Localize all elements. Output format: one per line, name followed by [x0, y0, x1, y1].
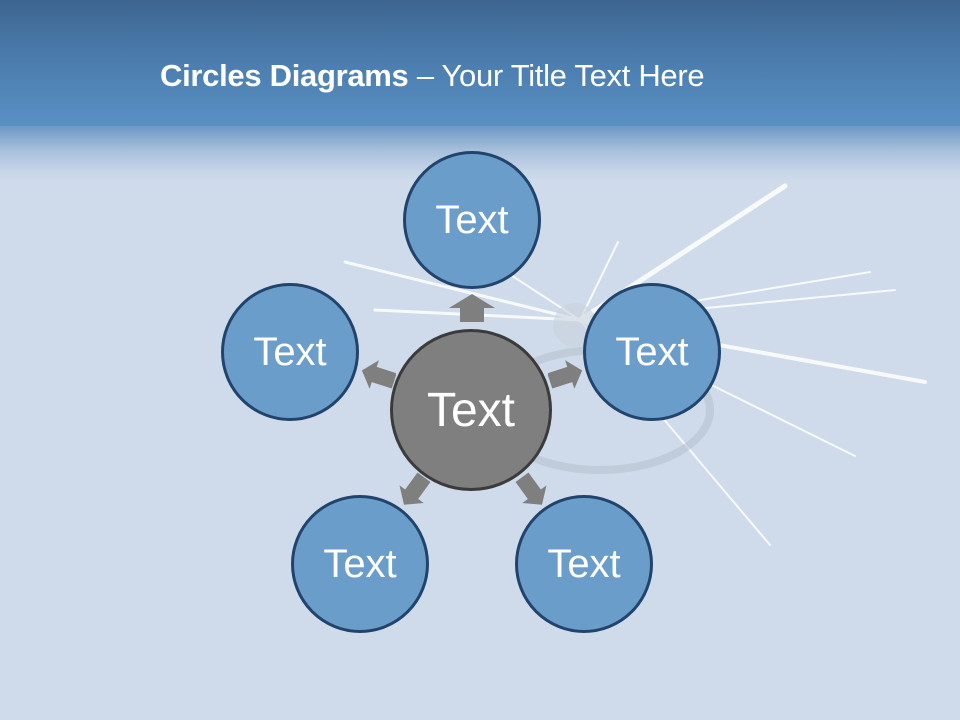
node-left[interactable]: Text: [221, 283, 359, 421]
node-label: Text: [253, 329, 327, 374]
node-center[interactable]: Text: [390, 329, 552, 491]
node-bottom-left[interactable]: Text: [291, 495, 429, 633]
arrow-left-icon: [362, 360, 396, 389]
title-rest: Your Title Text Here: [441, 58, 705, 93]
node-bottom-right[interactable]: Text: [515, 495, 653, 633]
arrow-up-icon: [449, 294, 495, 322]
arrow-bottom-left-icon: [399, 472, 431, 505]
node-label: Text: [435, 197, 509, 242]
node-label: Text: [615, 329, 689, 374]
title-bar: [0, 0, 960, 126]
node-label: Text: [547, 541, 621, 586]
arrow-right-icon: [548, 360, 582, 389]
slide-title: Circles Diagrams – Your Title Text Here: [160, 54, 705, 98]
title-separator: –: [408, 58, 442, 93]
node-label: Text: [323, 541, 397, 586]
node-right[interactable]: Text: [583, 283, 721, 421]
title-bold: Circles Diagrams: [160, 58, 409, 93]
center-label: Text: [426, 383, 516, 437]
arrow-bottom-right-icon: [515, 472, 547, 505]
node-top[interactable]: Text: [403, 151, 541, 289]
